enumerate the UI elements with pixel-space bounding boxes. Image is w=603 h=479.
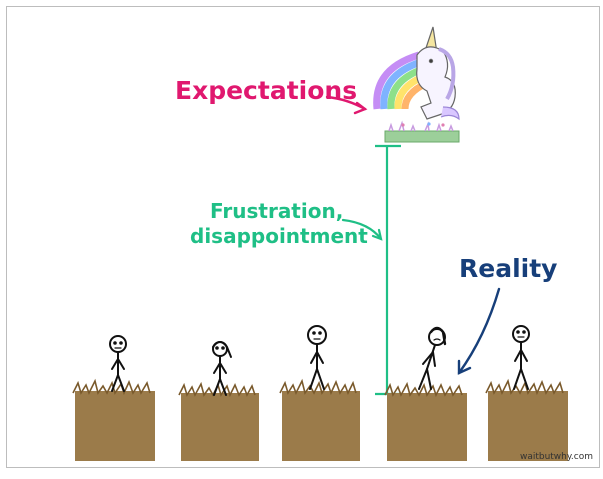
reality-label: Reality xyxy=(459,254,557,283)
frustration-arrow xyxy=(341,218,383,241)
diagram-frame: Expectations Frustration, disappointment… xyxy=(6,6,600,468)
expectations-label: Expectations xyxy=(175,76,357,105)
stick-figure-icon xyxy=(212,341,232,396)
frustration-label-line2: disappointment xyxy=(190,224,368,248)
dirt-block-3 xyxy=(279,378,360,461)
rainbow-icon xyxy=(373,51,429,110)
stick-figure-icon xyxy=(307,325,327,390)
unicorn-icon xyxy=(416,26,460,121)
expectations-arrow xyxy=(325,95,368,115)
stick-figure-icon xyxy=(109,335,127,392)
dirt-block-2 xyxy=(178,381,259,461)
expectations-platform xyxy=(384,120,460,143)
stick-figure-icon xyxy=(512,325,530,390)
stick-figure-icon xyxy=(418,326,447,390)
frustration-gap-line xyxy=(375,144,401,396)
frustration-label-line1: Frustration, xyxy=(210,199,343,223)
dirt-block-1 xyxy=(72,378,155,461)
dirt-block-4 xyxy=(384,381,467,461)
stick-figures xyxy=(109,325,530,396)
reality-arrow xyxy=(457,287,501,375)
dirt-blocks xyxy=(72,378,568,461)
dirt-block-5 xyxy=(485,378,568,461)
source-credit: waitbutwhy.com xyxy=(519,452,593,462)
diagram-canvas: Expectations Frustration, disappointment… xyxy=(72,26,568,461)
